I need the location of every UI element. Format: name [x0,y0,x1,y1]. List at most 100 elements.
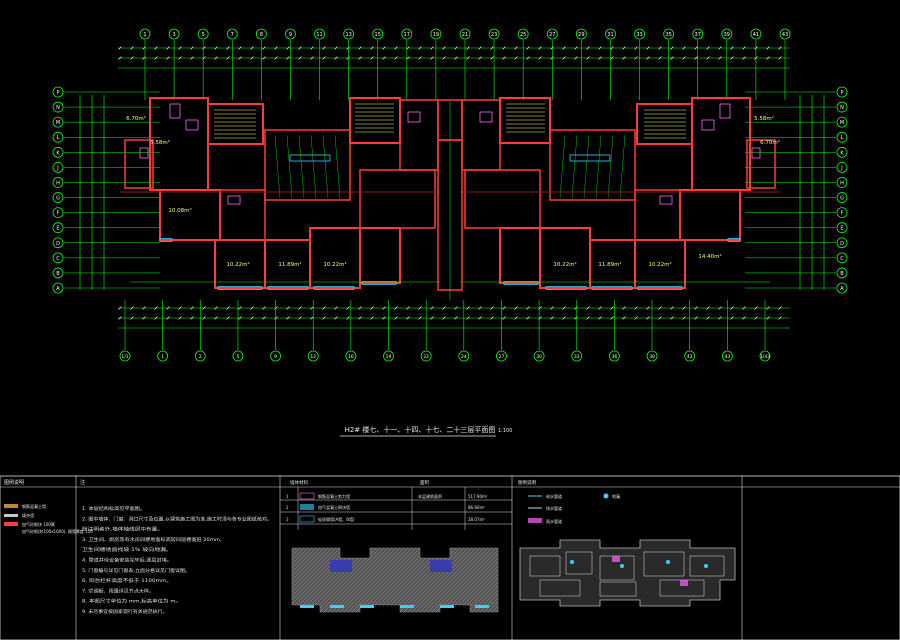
dim-tick [142,306,146,310]
grid-bubble-top-17 [401,28,413,40]
dim-tick [622,306,626,310]
legend-swatch-infill [4,514,18,517]
dim-tick [382,306,386,310]
dim-tick [694,46,698,50]
dim-tick [610,56,614,60]
key-plan2-drain-0 [570,560,574,564]
grid-bubble-bottom-22 [420,350,432,362]
grid-bubble-bottom-36 [609,350,620,362]
dim-tick [706,316,710,320]
dim-tick [130,306,134,310]
dim-tick [382,56,386,60]
dim-tick [730,46,734,50]
dim-tick [418,46,422,50]
grid-bubble-bottom-42 [684,350,696,362]
dim-tick [130,316,134,320]
room-balcony-side [124,139,154,189]
dim-tick [742,316,746,320]
dim-tick [742,306,746,310]
legend-panel: 图例说明 钢筋混凝土墙 填充墙 加气砼砌块 100厚 加气砼砌块(100x160… [4,479,93,534]
grid-bubble-left-M [52,116,64,128]
notes-line-7: 6. 阳台栏杆高度不低于 1100mm。 [82,577,172,584]
dim-tick [130,56,134,60]
dim-tick [214,306,218,310]
grid-bubble-top-43 [779,28,791,40]
dim-tick [466,316,470,320]
dim-tick [118,46,122,50]
legend2-panel: 图例说明 给水管道 地漏 排水管道 雨水管道 [518,479,620,524]
dim-tick [238,306,242,310]
grid-bubble-right-F [836,207,848,219]
dim-tick [214,56,218,60]
grid-bubble-left-N [52,101,64,113]
floor-plan[interactable] [120,97,780,300]
grid-bubble-bottom-1 [157,350,169,362]
notes-line-6: 5. 门窗编号详见门窗表,立面分格详见门窗详图。 [82,567,190,574]
key-plan2-room-5 [539,579,581,597]
dim-tick [262,306,266,310]
leader-line [595,134,602,199]
leader-line [559,134,566,199]
dim-tick [658,56,662,60]
key-plan2-drain-2 [666,560,670,564]
dim-tick [658,316,662,320]
grid-label-top-25: 25 [520,32,526,38]
grid-bubble-top-5 [197,28,209,40]
grid-label-bottom-36: 36 [612,354,618,360]
key-plan2-rain-0 [612,556,620,562]
plan-scale: 1:100 [498,428,512,434]
dim-tick [262,316,266,320]
grid-label-right-A: A [840,286,844,292]
dim-tick [226,56,230,60]
dim-tick [274,306,278,310]
grid-label-bottom-1: 1 [161,354,164,360]
fixture-basin [701,119,715,131]
dim-tick [610,46,614,50]
dim-tick [298,46,302,50]
room-living [549,129,636,201]
room-area-11: 14.40m² [698,253,721,260]
dim-tick [490,56,494,60]
key-plan-hatch [291,547,499,613]
dim-tick [478,306,482,310]
grid-bubble-bottom-1/43 [759,350,771,362]
grid-label-bottom-12: 12 [310,354,316,360]
leader-line [607,134,614,199]
dim-tick [634,56,638,60]
key-plan-window-0 [300,605,314,608]
dim-tick [358,56,362,60]
dim-tick [754,316,758,320]
room-area-8: 6.70m² [126,115,146,122]
window [313,286,355,290]
grid-bubble-top-11 [314,28,325,40]
notes-line-5: 4. 管道井待设备安装完毕后,逐层封堵。 [82,557,172,564]
dim-tick [286,46,290,50]
leader-line [286,134,293,199]
key-plan-window-1 [330,605,344,608]
grid-label-bottom-24: 24 [461,354,467,360]
dim-tick [658,306,662,310]
grid-bubble-top-37 [692,28,704,40]
dim-tick [298,306,302,310]
dimension-lines [79,46,825,329]
room-area-0: 5.58m² [150,139,170,146]
dim-tick [490,46,494,50]
grid-bubble-left-F [52,207,64,219]
grid-label-bottom-42: 42 [687,354,693,360]
dim-tick [166,46,170,50]
grid-label-left-J: J [56,165,58,171]
dim-tick [778,306,782,310]
grid-bubble-top-9 [285,28,296,40]
dim-tick [190,316,194,320]
dim-tick [154,56,158,60]
room-balcony-side [746,139,776,189]
key-plan-window-3 [400,605,414,608]
dim-tick [562,306,566,310]
dim-tick [634,306,638,310]
window [591,286,633,290]
dim-tick [454,306,458,310]
grid-label-top-19: 19 [433,32,439,38]
dim-tick [166,316,170,320]
dim-tick [166,56,170,60]
